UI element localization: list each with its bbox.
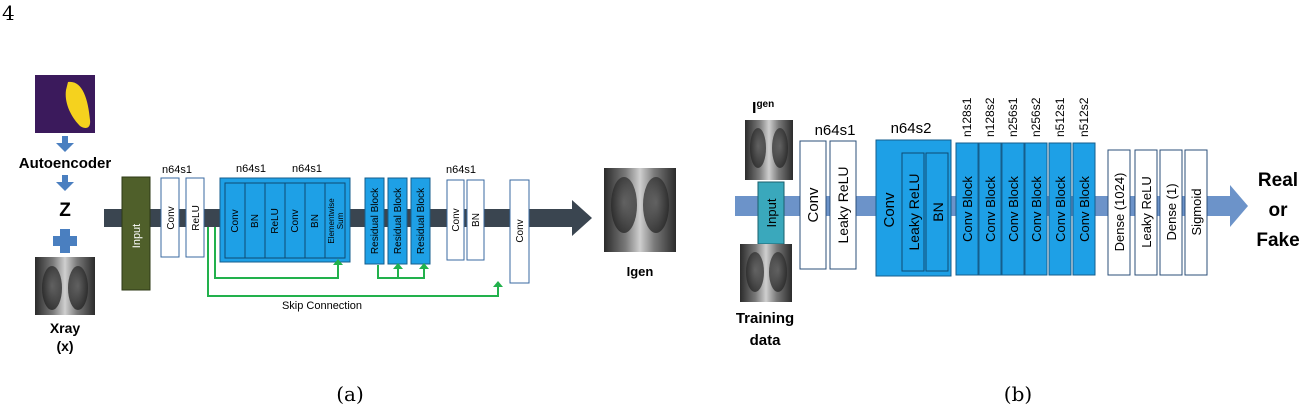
block-label-n512s2: n512s2 xyxy=(1077,97,1091,137)
page-number: 4 xyxy=(2,1,15,25)
conv-block-label-1: Conv Block xyxy=(960,176,975,242)
conv-block-label-4: Conv Block xyxy=(1029,176,1044,242)
relu-block-a xyxy=(185,177,205,258)
n64s2-label: n64s2 xyxy=(891,120,932,137)
input-block-b xyxy=(757,181,785,245)
n64s2-inner-bn xyxy=(925,152,949,272)
real-label: Real xyxy=(1258,170,1298,191)
down-arrow-icon xyxy=(56,136,74,152)
conv-label-b: Conv xyxy=(451,208,462,231)
leaky-relu2-label: Leaky ReLU xyxy=(1139,176,1154,248)
conv-block-disc xyxy=(799,140,827,270)
conv-block-label-5: Conv Block xyxy=(1053,176,1068,242)
skip-connection-label: Skip Connection xyxy=(282,300,362,312)
igen-b-main: I xyxy=(752,100,756,117)
leaky-relu2-block xyxy=(1134,149,1158,276)
or-label: or xyxy=(1269,200,1289,221)
residual-block-1 xyxy=(364,177,385,265)
conv-block-4 xyxy=(1024,142,1048,276)
dense1-label: Dense (1) xyxy=(1164,183,1179,240)
conv-block-3 xyxy=(1001,142,1025,276)
block-label-n256s2: n256s2 xyxy=(1029,97,1043,137)
input-block-a xyxy=(121,176,151,291)
conv-block-label-6: Conv Block xyxy=(1077,176,1092,242)
block-label-n512s1: n512s1 xyxy=(1053,97,1067,137)
plus-icon xyxy=(53,229,77,253)
res-bn2-label: BN xyxy=(310,214,321,228)
conv-block-label-2: Conv Block xyxy=(983,176,998,242)
fake-label: Fake xyxy=(1256,230,1299,251)
conv-block-b xyxy=(446,179,465,261)
bn-label-b: BN xyxy=(471,213,482,227)
res-relu-label: ReLU xyxy=(270,208,281,234)
n64s1-label-a: n64s1 xyxy=(162,164,192,176)
bn-block-b xyxy=(466,179,485,261)
conv-block-label-3: Conv Block xyxy=(1006,176,1021,242)
training-image xyxy=(740,244,792,302)
conv-block-6 xyxy=(1072,142,1096,276)
xray-label: Xray xyxy=(50,320,81,336)
igen-b-image xyxy=(745,120,793,180)
igen-image xyxy=(604,168,676,252)
training-label-1: Training xyxy=(736,310,794,327)
conv-label-c: Conv xyxy=(515,219,526,242)
conv-label-a: Conv xyxy=(166,206,177,229)
n64s1-label-b: n64s1 xyxy=(446,164,476,176)
z-label: Z xyxy=(59,200,71,221)
panel-b: Igen Input Training data n64s1 Conv Leak… xyxy=(735,97,1300,406)
dense1024-block xyxy=(1107,149,1131,276)
conv-block-1 xyxy=(955,142,979,276)
caption-b: (b) xyxy=(1004,382,1032,406)
igen-b-sup: gen xyxy=(756,99,774,110)
n64s2-inner-leaky xyxy=(901,152,925,272)
panel-a: Autoencoder Z Xray (x) Input n64s1 Conv xyxy=(19,75,676,406)
res-n64s1-label-2: n64s1 xyxy=(292,163,322,175)
res-conv1-label: Conv xyxy=(230,209,241,232)
input-label-a: Input xyxy=(131,224,143,248)
res-conv2-label: Conv xyxy=(290,209,301,232)
skip-connection-lines xyxy=(207,227,499,297)
sum-label: Sum xyxy=(336,212,345,229)
block-label-n128s1: n128s1 xyxy=(960,97,974,137)
block-label-n256s1: n256s1 xyxy=(1006,97,1020,137)
residual-block-label-1: Residual Block xyxy=(370,187,381,254)
sigmoid-block xyxy=(1184,149,1208,276)
n64s2-conv-label: Conv xyxy=(881,192,898,228)
mask-image xyxy=(35,75,95,133)
input-label-b: Input xyxy=(764,198,779,227)
block-label-n128s2: n128s2 xyxy=(983,97,997,137)
conv-block-c xyxy=(509,179,530,284)
conv-label-disc: Conv xyxy=(805,187,822,223)
conv-block-5 xyxy=(1048,142,1072,276)
relu-label-a: ReLU xyxy=(191,205,202,231)
res-bn1-label: BN xyxy=(250,214,261,228)
down-arrow-icon-2 xyxy=(56,175,74,191)
conv-block-a xyxy=(160,177,180,258)
residual-block-3 xyxy=(410,177,431,265)
residual-block-label-3: Residual Block xyxy=(416,187,427,254)
xray-image xyxy=(35,257,95,315)
residual-block-label-2: Residual Block xyxy=(393,187,404,254)
caption-a: (a) xyxy=(336,382,364,406)
training-label-2: data xyxy=(750,332,782,349)
leaky-relu-block-disc xyxy=(829,140,857,270)
conv-block-2 xyxy=(978,142,1002,276)
xray-sub-label: (x) xyxy=(56,338,73,354)
res-n64s1-label-1: n64s1 xyxy=(236,163,266,175)
n64s1-label-b: n64s1 xyxy=(815,122,856,139)
elementwise-label: Elementwise xyxy=(327,198,336,244)
dense1-block xyxy=(1159,149,1183,276)
igen-label: Igen xyxy=(627,264,654,279)
leaky-relu-label-disc: Leaky ReLU xyxy=(835,166,851,243)
res-inner-blocks xyxy=(224,182,346,259)
dense1024-label: Dense (1024) xyxy=(1112,173,1127,252)
n64s2-bn-label: BN xyxy=(930,202,946,221)
sigmoid-label: Sigmoid xyxy=(1189,189,1204,236)
igen-b-label: Igen xyxy=(752,99,774,117)
n64s2-leaky-label: Leaky ReLU xyxy=(906,173,922,250)
skip-arrowheads xyxy=(333,259,503,287)
autoencoder-label: Autoencoder xyxy=(19,155,112,172)
